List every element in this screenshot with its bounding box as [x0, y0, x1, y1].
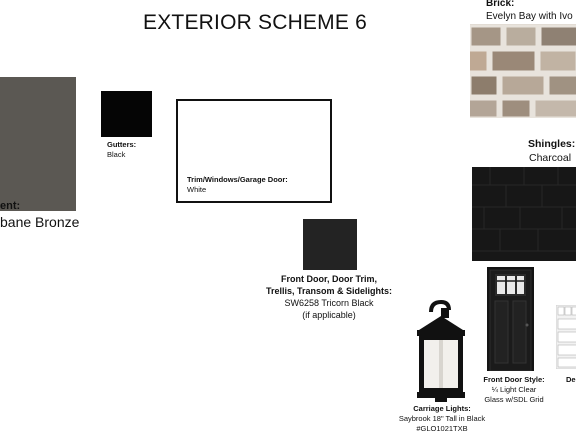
gutters-color-swatch: [101, 91, 152, 137]
front-door-paint-name: SW6258 Tricorn Black: [284, 298, 374, 308]
carriage-lights-name: Saybrook 18" Tall in Black: [398, 414, 486, 423]
shingles-texture-image: [472, 167, 576, 261]
gutters-label: Gutters:: [107, 140, 137, 149]
brick-name: Evelyn Bay with Ivo: [486, 11, 573, 22]
shingles-color-name: Charcoal: [529, 152, 572, 164]
garage-door-label: De: [566, 375, 576, 384]
front-door-paint-label: Front Door, Door Trim, Trellis, Transom …: [240, 273, 418, 297]
front-door-style-line2: Glass w/SDL Grid: [484, 395, 544, 404]
front-door-paint-note: (if applicable): [302, 310, 356, 320]
carriage-lights-sku: #GLO1021TXB: [416, 424, 468, 433]
accent-color-swatch: [0, 77, 76, 211]
brick-label: Brick:: [486, 0, 515, 9]
front-door-style-label: Front Door Style:: [483, 375, 545, 384]
carriage-lights-label: Carriage Lights:: [413, 404, 471, 413]
brick-texture-image: [470, 24, 576, 118]
scheme-title: EXTERIOR SCHEME 6: [143, 11, 367, 34]
front-door-paint-label-line2: Trellis, Transom & Sidelights:: [265, 286, 393, 296]
gutters-color-name: Black: [107, 150, 126, 159]
accent-label: ent:: [0, 200, 21, 212]
front-door-color-swatch: [303, 219, 357, 270]
accent-color-name: bane Bronze: [0, 214, 80, 230]
trim-color-name: White: [187, 185, 207, 194]
carriage-light-image: [409, 298, 473, 402]
front-door-image: [487, 267, 534, 372]
front-door-style-line1: ¼ Light Clear: [491, 385, 537, 394]
trim-color-swatch: [176, 99, 332, 203]
shingles-label: Shingles:: [528, 138, 576, 150]
front-door-paint-label-line1: Front Door, Door Trim,: [281, 274, 377, 284]
trim-label: Trim/Windows/Garage Door:: [187, 175, 288, 184]
garage-door-image: [555, 304, 576, 370]
